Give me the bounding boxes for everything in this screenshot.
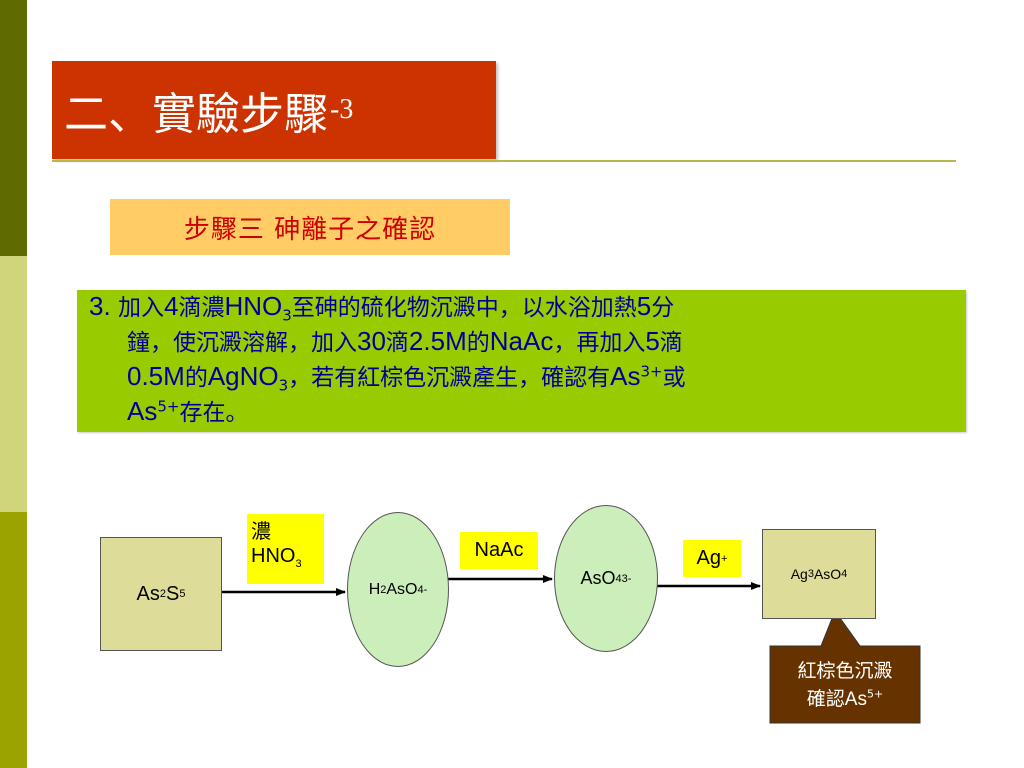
slide-title: 二、實驗步驟-3 xyxy=(52,61,496,159)
side-bar-bottom xyxy=(0,512,27,768)
title-underline xyxy=(52,160,956,162)
callout-box xyxy=(769,609,921,724)
slide-title-main: 二、實驗步驟 xyxy=(64,89,328,140)
instruction-box: 3. 加入4滴濃HNO3至砷的硫化物沉澱中，以水浴加熱5分 鐘，使沉澱溶解，加入… xyxy=(77,290,966,432)
instruction-line-3: 0.5M的AgNO3，若有紅棕色沉澱產生，確認有As3+或 xyxy=(127,361,686,395)
reagent-ag-label: Ag+ xyxy=(683,540,741,577)
instruction-line-4: As5+存在。 xyxy=(127,396,249,426)
side-bar-top xyxy=(0,0,27,256)
reagent-hno3-label: 濃 HNO3 xyxy=(247,514,324,584)
slide-title-suffix: -3 xyxy=(330,94,354,125)
side-bar-middle xyxy=(0,256,27,512)
instruction-line-2: 鐘，使沉澱溶解，加入30滴2.5M的NaAc，再加入5滴 xyxy=(127,326,683,356)
instruction-number: 3. xyxy=(89,291,111,321)
instruction-line-1: 3. 加入4滴濃HNO3至砷的硫化物沉澱中，以水浴加熱5分 xyxy=(89,291,675,325)
callout-text: 紅棕色沉澱 確認As5+ xyxy=(797,659,893,710)
reagent-naac-label: NaAc xyxy=(460,532,538,569)
step-label: 步驟三 砷離子之確認 xyxy=(110,199,510,255)
